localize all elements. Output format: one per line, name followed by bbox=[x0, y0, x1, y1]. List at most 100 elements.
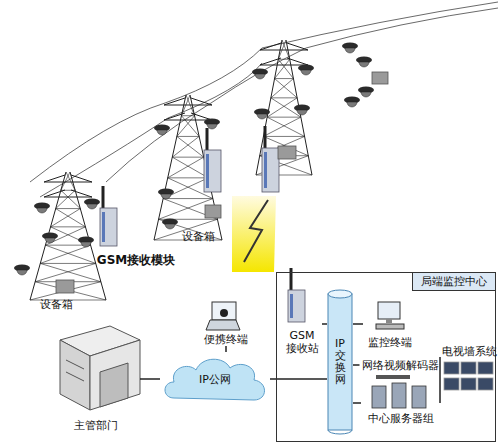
tower-brace bbox=[271, 97, 297, 98]
power-wires bbox=[30, 2, 498, 197]
camera bbox=[42, 233, 58, 244]
tower-brace bbox=[177, 136, 204, 157]
tower-brace bbox=[51, 209, 81, 227]
tower-brace bbox=[275, 59, 290, 78]
camera bbox=[358, 87, 374, 98]
camera-dome bbox=[81, 242, 91, 247]
equipment-box bbox=[56, 280, 74, 293]
node-label: 便携终端 bbox=[204, 333, 248, 346]
camera bbox=[154, 125, 170, 136]
antenna bbox=[206, 128, 209, 150]
tower-brace bbox=[168, 177, 209, 178]
modem-case bbox=[262, 148, 279, 192]
connector-line bbox=[439, 357, 441, 403]
node-label: 中心服务器组 bbox=[368, 412, 434, 425]
tower-brace bbox=[278, 59, 293, 78]
wall bbox=[60, 340, 90, 410]
pipe-bottom bbox=[328, 430, 352, 434]
node-box: 设备箱 bbox=[178, 229, 218, 243]
camera bbox=[84, 199, 100, 210]
node-box: GSM接收模块 bbox=[95, 252, 177, 268]
equipment-box bbox=[278, 146, 296, 159]
door bbox=[100, 363, 128, 407]
cross-arm bbox=[287, 58, 308, 65]
camera-dome bbox=[359, 62, 369, 67]
wireless-zone bbox=[232, 196, 276, 272]
node-label: GSM接收模块 bbox=[97, 254, 175, 267]
tower-brace bbox=[172, 157, 203, 158]
stand bbox=[386, 319, 392, 323]
camera-dome bbox=[161, 194, 171, 199]
camera bbox=[342, 43, 358, 54]
camera bbox=[356, 57, 372, 68]
tower-brace bbox=[275, 78, 294, 79]
server bbox=[392, 383, 406, 408]
node-label: IP公网 bbox=[199, 373, 231, 386]
modem-stripe bbox=[290, 294, 293, 318]
towers bbox=[30, 40, 312, 300]
antenna bbox=[102, 186, 105, 208]
node-box: 主管部门 bbox=[52, 320, 140, 432]
tower-leg bbox=[190, 95, 222, 240]
tower-brace bbox=[267, 117, 301, 118]
gsm-modem bbox=[100, 186, 117, 246]
connector-line bbox=[140, 378, 160, 380]
window-line bbox=[66, 372, 84, 381]
equipment-box bbox=[372, 72, 388, 84]
tower-brace bbox=[61, 172, 70, 190]
camera-dome bbox=[255, 74, 265, 79]
tv-screen bbox=[444, 378, 459, 390]
node-box: 监控终端 bbox=[363, 299, 417, 349]
pipe-top bbox=[328, 290, 352, 298]
tower-brace bbox=[56, 208, 81, 209]
equipment-boxes bbox=[56, 72, 388, 293]
tower-brace bbox=[181, 115, 194, 116]
modem-stripe bbox=[206, 154, 209, 188]
camera-dome bbox=[45, 238, 55, 243]
tower-brace bbox=[172, 136, 199, 157]
tower-brace bbox=[40, 245, 90, 263]
cross-arm bbox=[44, 197, 92, 198]
node-label: 网络视频解码器 bbox=[362, 359, 439, 372]
tower-brace bbox=[278, 59, 289, 60]
node-label: 设备箱 bbox=[182, 230, 215, 243]
camera-dome bbox=[301, 70, 311, 75]
cloud-outline bbox=[165, 359, 265, 400]
laptop bbox=[206, 302, 240, 330]
connector-line bbox=[353, 323, 363, 325]
computer bbox=[376, 302, 404, 329]
gsm-modem bbox=[204, 128, 221, 192]
camera bbox=[294, 105, 310, 116]
camera bbox=[298, 65, 314, 76]
decoder-device bbox=[376, 375, 410, 379]
node-box: IP交换网 bbox=[327, 289, 353, 435]
tower-brace bbox=[66, 172, 75, 190]
tower-brace bbox=[40, 263, 95, 264]
building bbox=[60, 326, 140, 410]
lock bbox=[220, 309, 228, 317]
tower-brace bbox=[45, 245, 95, 263]
node-label: 主管部门 bbox=[74, 419, 118, 432]
tower-brace bbox=[168, 157, 204, 178]
node-box: IP公网 bbox=[160, 352, 270, 406]
tower-brace bbox=[61, 190, 80, 208]
lightning bbox=[244, 200, 268, 262]
tv-screen bbox=[461, 362, 476, 374]
camera-dome bbox=[347, 102, 357, 107]
camera-dome bbox=[257, 114, 267, 119]
connector-line bbox=[353, 364, 360, 366]
modem-case bbox=[204, 150, 221, 192]
cross-arm bbox=[44, 182, 92, 183]
camera bbox=[252, 69, 268, 80]
camera-dome bbox=[297, 110, 307, 115]
wire bbox=[106, 8, 498, 182]
cross-arm bbox=[164, 105, 212, 106]
node-box: 局端监控中心GSM 接收站IP交换网监控终端网络视频解码器电视墙系统中心服务器组 bbox=[276, 272, 496, 442]
node-label: GSM 接收站 bbox=[285, 329, 319, 355]
camera bbox=[14, 265, 30, 276]
cameras bbox=[14, 43, 374, 276]
tower-brace bbox=[40, 263, 101, 281]
camera-dome bbox=[87, 204, 97, 209]
camera bbox=[34, 203, 50, 214]
